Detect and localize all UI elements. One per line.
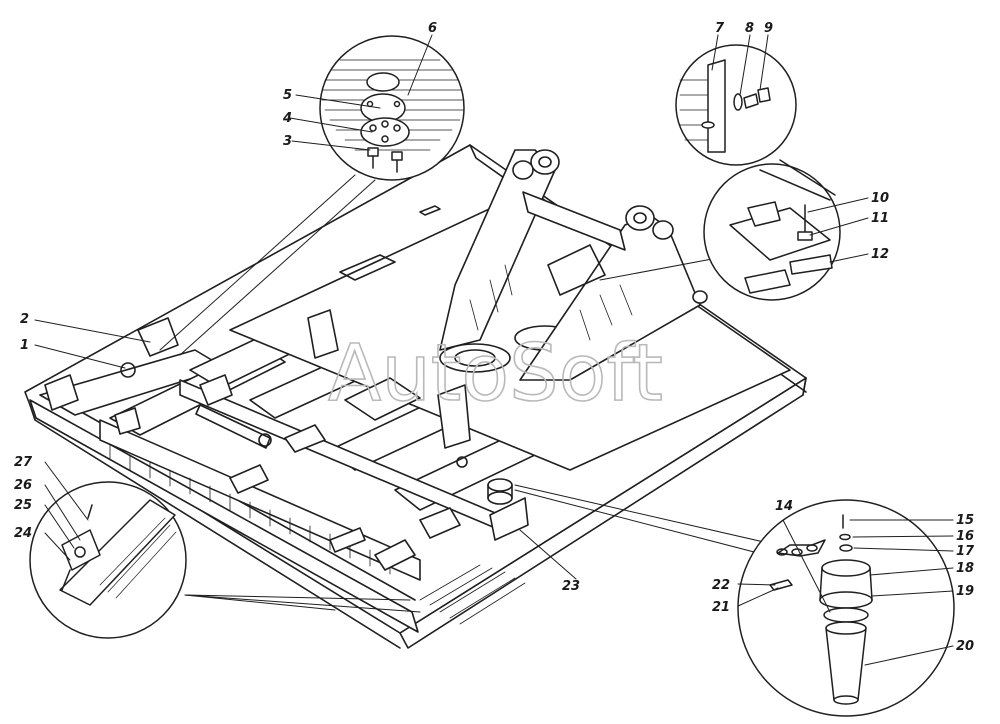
boom-support-frame xyxy=(439,149,708,381)
callout-3: 3 xyxy=(283,134,292,149)
callout-1: 1 xyxy=(20,338,29,353)
callout-18: 18 xyxy=(956,561,974,576)
detail-pivot-pin xyxy=(737,499,955,717)
detail-latch xyxy=(29,481,187,639)
detail-bolt-plate xyxy=(675,44,797,166)
callout-19: 19 xyxy=(956,584,974,599)
callout-16: 16 xyxy=(956,529,974,544)
callout-10: 10 xyxy=(871,191,889,206)
callout-15: 15 xyxy=(956,513,974,528)
callout-7: 7 xyxy=(715,21,725,36)
callout-5: 5 xyxy=(283,88,292,103)
callout-4: 4 xyxy=(282,111,292,126)
detail-top-mount xyxy=(319,35,465,181)
callout-9: 9 xyxy=(764,21,773,36)
callout-14: 14 xyxy=(775,499,793,514)
watermark-text: AutoSoft xyxy=(328,329,663,419)
callout-8: 8 xyxy=(745,21,754,36)
callout-2: 2 xyxy=(20,312,29,327)
callout-24: 24 xyxy=(14,526,32,541)
callout-12: 12 xyxy=(871,247,889,262)
callout-20: 20 xyxy=(956,639,974,654)
callout-6: 6 xyxy=(428,21,437,36)
callout-21: 21 xyxy=(712,600,730,615)
callout-leaders xyxy=(34,34,954,666)
detail-clamp xyxy=(703,159,841,301)
leader-lines xyxy=(159,174,791,613)
callout-22: 22 xyxy=(712,578,730,593)
callout-17: 17 xyxy=(956,544,975,559)
callout-26: 26 xyxy=(14,478,32,493)
callout-labels: 1 2 3 4 5 6 7 8 9 10 11 12 14 15 16 17 1… xyxy=(14,21,975,654)
callout-23: 23 xyxy=(562,579,580,594)
callout-11: 11 xyxy=(871,211,889,226)
callout-27: 27 xyxy=(14,455,33,470)
callout-25: 25 xyxy=(14,498,32,513)
